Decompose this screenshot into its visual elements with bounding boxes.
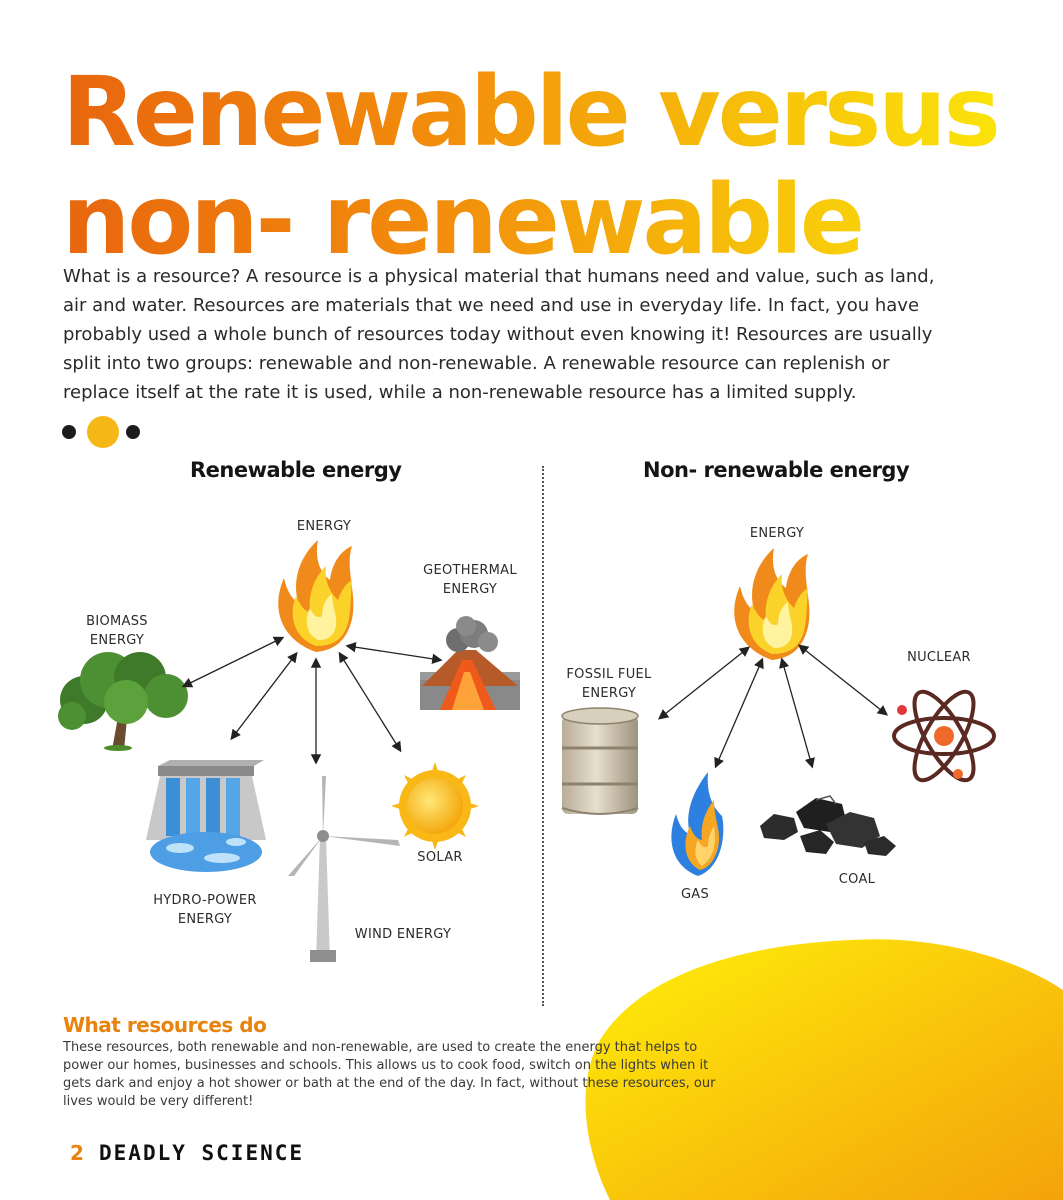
series-logo: DEADLY SCIENCE xyxy=(99,1141,305,1165)
sun-icon xyxy=(391,762,479,850)
fire-icon xyxy=(278,540,354,652)
renewable-heading: Renewable energy xyxy=(190,458,402,482)
wind-turbine-icon xyxy=(288,776,400,962)
page-number: 2 xyxy=(70,1141,84,1165)
label-hydro: HYDRO-POWER ENERGY xyxy=(153,893,257,927)
page-title-line-1: Renewable versus xyxy=(62,56,998,168)
intro-paragraph: What is a resource? A resource is a phys… xyxy=(63,266,935,403)
label-non-renewable-energy: ENERGY xyxy=(749,526,805,541)
fire-icon xyxy=(734,548,810,660)
oil-barrel-icon xyxy=(561,707,639,815)
label-coal: COAL xyxy=(838,872,876,887)
non-renewable-arrows xyxy=(657,644,889,769)
resources-heading: What resources do xyxy=(63,1013,267,1037)
label-nuclear: NUCLEAR xyxy=(907,650,971,665)
hydro-dam-icon xyxy=(146,760,266,872)
label-gas: GAS xyxy=(680,887,710,902)
label-geothermal: GEOTHERMAL ENERGY xyxy=(423,563,517,597)
label-fossil-fuel: FOSSIL FUEL ENERGY xyxy=(566,667,652,701)
page-title: Renewable versus non- renewable xyxy=(62,58,998,274)
label-solar: SOLAR xyxy=(417,850,463,865)
label-renewable-energy: ENERGY xyxy=(296,519,352,534)
dot-small-right xyxy=(126,425,140,439)
coal-icon xyxy=(760,795,896,856)
page-footer: 2 DEADLY SCIENCE xyxy=(70,1141,304,1165)
label-biomass: BIOMASS ENERGY xyxy=(86,614,148,648)
section-divider xyxy=(542,466,544,1006)
resources-paragraph: These resources, both renewable and non-… xyxy=(63,1040,716,1109)
page-title-line-2: non- renewable xyxy=(62,164,863,276)
dot-small-left xyxy=(62,425,76,439)
tree-icon xyxy=(58,652,188,751)
volcano-icon xyxy=(420,616,520,710)
dot-large-yellow xyxy=(87,416,119,448)
non-renewable-heading: Non- renewable energy xyxy=(643,458,910,482)
atom-icon xyxy=(892,689,996,783)
label-wind: WIND ENERGY xyxy=(354,927,452,942)
gas-flame-icon xyxy=(671,772,724,876)
renewable-arrows xyxy=(181,636,443,765)
